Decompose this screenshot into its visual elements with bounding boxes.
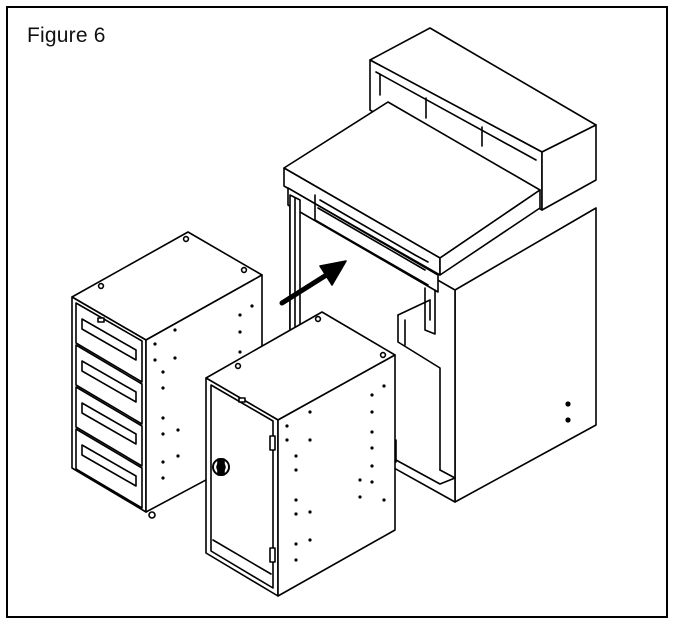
desk-apron — [287, 187, 439, 293]
door-cabinet-side-holes — [285, 384, 386, 562]
cabinet-door — [210, 384, 274, 589]
door-storage-cabinet — [205, 311, 396, 597]
direction-arrow — [279, 260, 347, 306]
desk-side-panel — [454, 207, 597, 503]
door-lock-handle — [212, 458, 230, 476]
drawer-2-handle — [81, 360, 137, 403]
drawer-3-handle — [81, 402, 137, 445]
door-cabinet-side — [277, 354, 396, 597]
drawer-4-handle — [81, 444, 137, 487]
hutch-side — [541, 124, 597, 211]
arrow-head — [319, 260, 347, 286]
drawer-1-handle — [81, 318, 137, 361]
figure-label: Figure 6 — [27, 24, 106, 47]
desk-surface-side — [439, 189, 541, 276]
